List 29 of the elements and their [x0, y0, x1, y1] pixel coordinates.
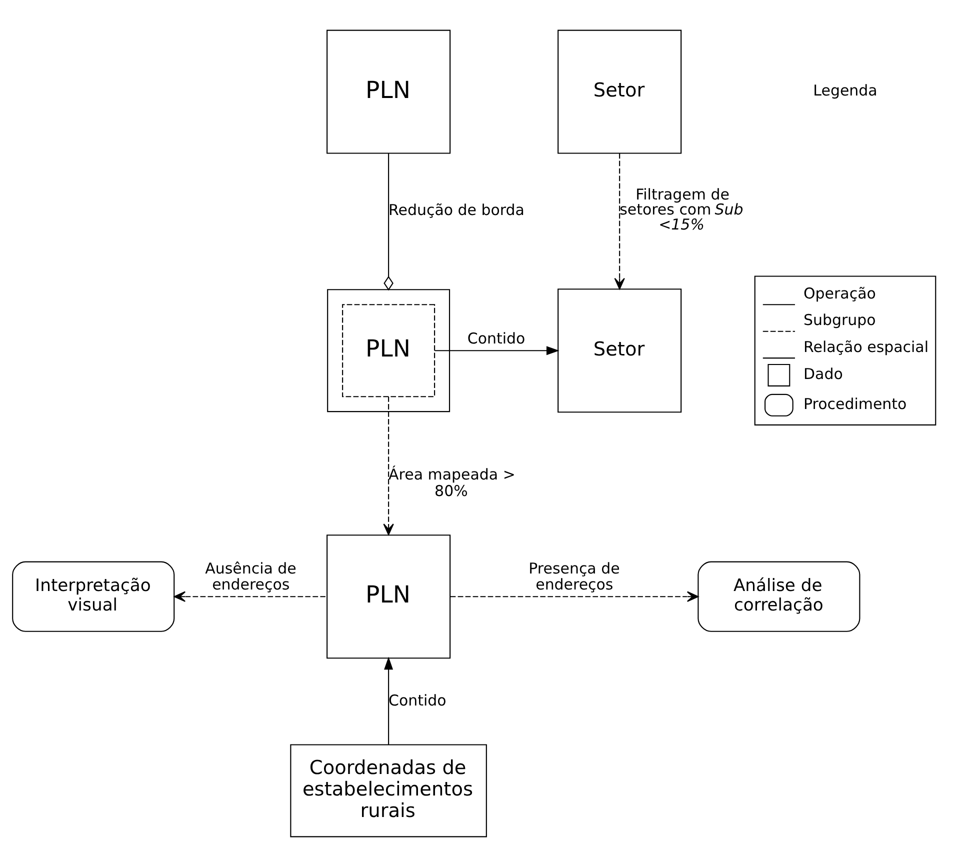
arrow: [614, 152, 625, 290]
node-box: Coordenadas de estabelecimentos rurais: [290, 744, 487, 837]
legend-label: Subgrupo: [804, 310, 876, 329]
edge-label: Presença de endereços: [528, 558, 620, 593]
edge-label: Filtragem de setores com Sub <15%: [620, 184, 744, 233]
legend-label: Operação: [804, 284, 876, 302]
arrow: [384, 656, 394, 744]
edge-label: Contido: [388, 690, 446, 709]
arrow: [450, 590, 699, 602]
edge-label: Ausência de endereços: [205, 558, 296, 593]
arrow: [383, 396, 394, 535]
node-box: Setor: [558, 29, 682, 154]
edge-label: Redução de borda: [388, 200, 525, 218]
legend-label: Procedimento: [804, 394, 907, 413]
node-box: PLN: [326, 29, 451, 154]
node-box: Interpretação visual: [12, 560, 175, 632]
cluster: [327, 288, 450, 412]
node-box: PLN: [342, 304, 436, 397]
connector: [384, 152, 394, 290]
arrow: [174, 590, 327, 602]
node-box: Setor: [558, 288, 682, 412]
edge-label: Contido: [467, 328, 526, 347]
node-box: PLN: [326, 534, 451, 658]
label: Legenda: [813, 81, 878, 100]
node-box: Análise de correlação: [698, 560, 860, 632]
arrow: [434, 346, 560, 355]
legend-label: Dado: [804, 364, 843, 383]
legend-label: Relação espacial: [804, 337, 929, 356]
edge-label: Área mapeada > 80%: [388, 465, 516, 500]
